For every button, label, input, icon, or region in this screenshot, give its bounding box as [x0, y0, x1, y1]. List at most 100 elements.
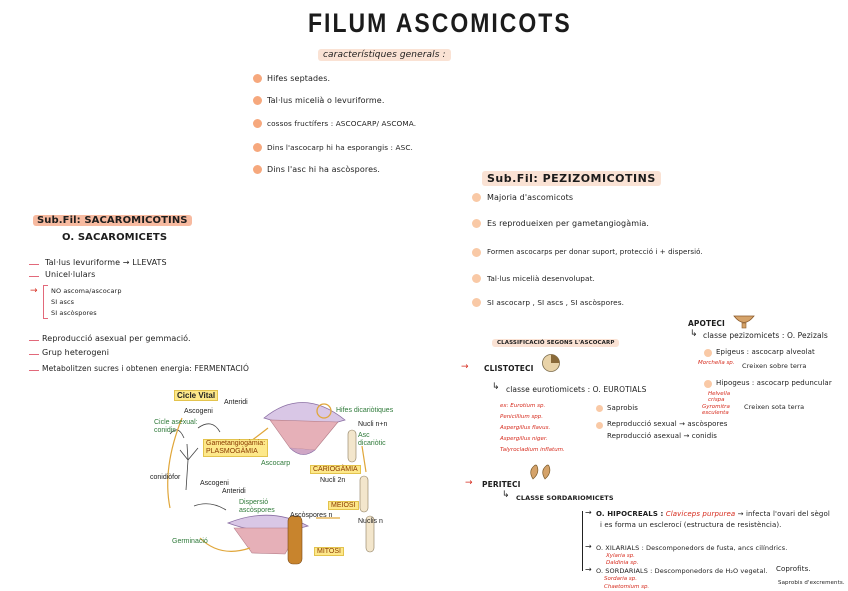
apoteci-classe: classe pezizomicets : O. Pezizals — [703, 331, 828, 340]
pezizo-point: Es reprodueixen per gametangiogàmia. — [487, 219, 650, 228]
pezizo-point: Majoria d'ascomicots — [487, 193, 574, 202]
bullet-icon — [472, 248, 481, 257]
species-name: Sordaria sp. — [604, 576, 637, 582]
hipocreals-text: → infecta l'ovari del sègol — [737, 510, 830, 518]
hipocreals-text2: i es forma un esclerocí (estructura de r… — [600, 521, 782, 529]
cycle-label: Nucli n+n — [358, 421, 388, 428]
cycle-label: Germinació — [172, 538, 208, 545]
hipocreals-label: O. HIPOCREALS : Claviceps purpurea → inf… — [596, 510, 830, 518]
cycle-label: Ascòspores n — [290, 512, 333, 519]
apoteci-label: APOTECI — [688, 319, 725, 328]
bullet-icon — [704, 349, 712, 357]
cleistoteci-sphere-icon — [542, 354, 560, 372]
arrow-icon: → — [465, 478, 473, 488]
periteci-classe: CLASSE SORDARIOMICETS — [516, 494, 614, 502]
bullet-icon — [596, 405, 603, 412]
cleistoteci-saprobis: Saprobis — [607, 404, 639, 412]
bracket-line — [43, 285, 48, 319]
cycle-label: MITOSI — [314, 547, 344, 556]
saccharo-more: Grup heterogeni — [42, 348, 110, 357]
cycle-label: Ascogeni — [184, 408, 213, 415]
apoteci-note: Creixen sota terra — [744, 403, 805, 411]
species-name: Xylaria sp. — [606, 553, 635, 559]
bullet-icon — [253, 165, 262, 174]
bullet-icon — [472, 219, 481, 228]
hipocreals-order: O. HIPOCREALS : — [596, 510, 664, 518]
bullet-icon — [253, 143, 262, 152]
species-name: Helvella crispa — [708, 391, 731, 403]
pezizo-point: Tal·lus micelià desenvolupat. — [487, 274, 595, 283]
cycle-label: Gametangiogàmia:PLASMOGÀMIA — [203, 439, 269, 457]
subtitle-text: característiques generals : — [318, 49, 451, 61]
cleistoteci-label: CLISTOTECI — [484, 364, 534, 373]
species-name: Aspergillus flavus. — [500, 425, 551, 431]
general-item: cossos fructífers : ASCOCARP/ ASCOMA. — [267, 119, 417, 128]
sordarials-note: Saprobis d'excrements. — [778, 580, 845, 586]
saccharo-line: Tal·lus levuriforme → LLEVATS — [45, 258, 167, 267]
periteci-label: PERITECI — [482, 480, 521, 489]
species-name: Talyrocladium inflatum. — [500, 447, 565, 453]
cycle-label: Ascogeni — [200, 480, 229, 487]
pezizo-heading: Sub.Fil: PEZIZOMICOTINS — [482, 167, 661, 186]
apoteci-epigeus: Epigeus : ascocarp alveolat — [716, 348, 815, 356]
general-item: Dins l'asc hi ha ascòspores. — [267, 165, 380, 174]
species-name: ex: Eurotium sp. — [500, 403, 546, 409]
bullet-icon — [472, 193, 481, 202]
dash-marker — [29, 340, 39, 342]
sordarials-text: O. SORDARIALS : Descomponedors de H₂O ve… — [596, 567, 768, 575]
cleistoteci-arrow: ↳ — [492, 382, 500, 392]
apoteci-cup-icon — [733, 315, 755, 329]
periteci-arrow: ↳ — [502, 490, 510, 500]
dash-marker — [29, 354, 39, 356]
cycle-label: Ascocarp — [261, 460, 291, 467]
cleistoteci-repro: Reproducció asexual → conidis — [607, 432, 718, 440]
species-name: Aspergillus niger. — [500, 436, 548, 442]
branch-arrow-icon: → — [585, 542, 592, 551]
bullet-icon — [472, 298, 481, 307]
cycle-title: Cicle Vital — [174, 390, 219, 401]
cycle-label: Nucli 2n — [320, 477, 346, 484]
cycle-label: MEIOSI — [328, 501, 359, 510]
saccharo-line: Unicel·lulars — [45, 270, 96, 279]
bracket-item: SI ascòspores — [51, 309, 97, 317]
sordarials-coprofits: Coprofits. — [776, 565, 811, 573]
bullet-icon — [704, 380, 712, 388]
saccharo-more: Metabolitzen sucres i obtenen energia: F… — [42, 364, 249, 373]
cycle-label: Anteridi — [222, 488, 246, 495]
cycle-label: Nuclis n — [358, 518, 383, 525]
periteci-flask-icon — [530, 464, 551, 480]
cycle-label: Hifes dicariòtiques — [336, 407, 394, 414]
periteci-branch — [582, 511, 591, 571]
saccharo-more: Reproducció asexual per gemmació. — [42, 334, 191, 343]
saccharo-heading: Sub.Fil: SACAROMICOTINS — [33, 208, 192, 227]
bracket-item: SI ascs — [51, 298, 75, 306]
general-item: Hifes septades. — [267, 74, 331, 83]
bullet-icon — [596, 422, 603, 429]
bullet-icon — [253, 74, 262, 83]
dash-marker — [29, 276, 39, 278]
branch-arrow-icon: → — [585, 508, 592, 517]
cycle-label: Anteridi — [224, 399, 248, 406]
subtitle: característiques generals : — [318, 42, 451, 61]
branch-arrow-icon: → — [585, 565, 592, 574]
bracket-item: NO ascoma/ascocarp — [51, 287, 122, 295]
species-name: Penicillium spp. — [500, 414, 544, 420]
arrow-icon: → — [461, 362, 469, 372]
arrow-icon: → — [30, 286, 38, 296]
cycle-label: CARIOGÀMIA — [310, 465, 361, 474]
life-cycle-illustration — [167, 402, 375, 565]
classification-label: CLASSIFICACIÓ SEGONS L'ASCOCARP — [492, 329, 620, 348]
life-cycle-diagram: Cicle Vital Anteridi Ascogeni Cicle asex… — [140, 388, 395, 588]
species-name: Gyromitra esculenta — [702, 404, 730, 416]
species-name: Claviceps purpurea — [665, 510, 736, 518]
species-name: Chaetomium sp. — [604, 584, 650, 590]
cycle-label: Cicle asexual:conidis — [154, 419, 198, 434]
classification-label-text: CLASSIFICACIÓ SEGONS L'ASCOCARP — [492, 339, 620, 347]
dash-marker — [29, 264, 39, 266]
xilarials-text: O. XILARIALS : Descomponedors de fusta, … — [596, 544, 788, 552]
species-name: Daldinia sp. — [606, 560, 639, 566]
bullet-icon — [253, 119, 262, 128]
cleistoteci-repro: Reproducció sexual → ascòspores — [607, 420, 728, 428]
